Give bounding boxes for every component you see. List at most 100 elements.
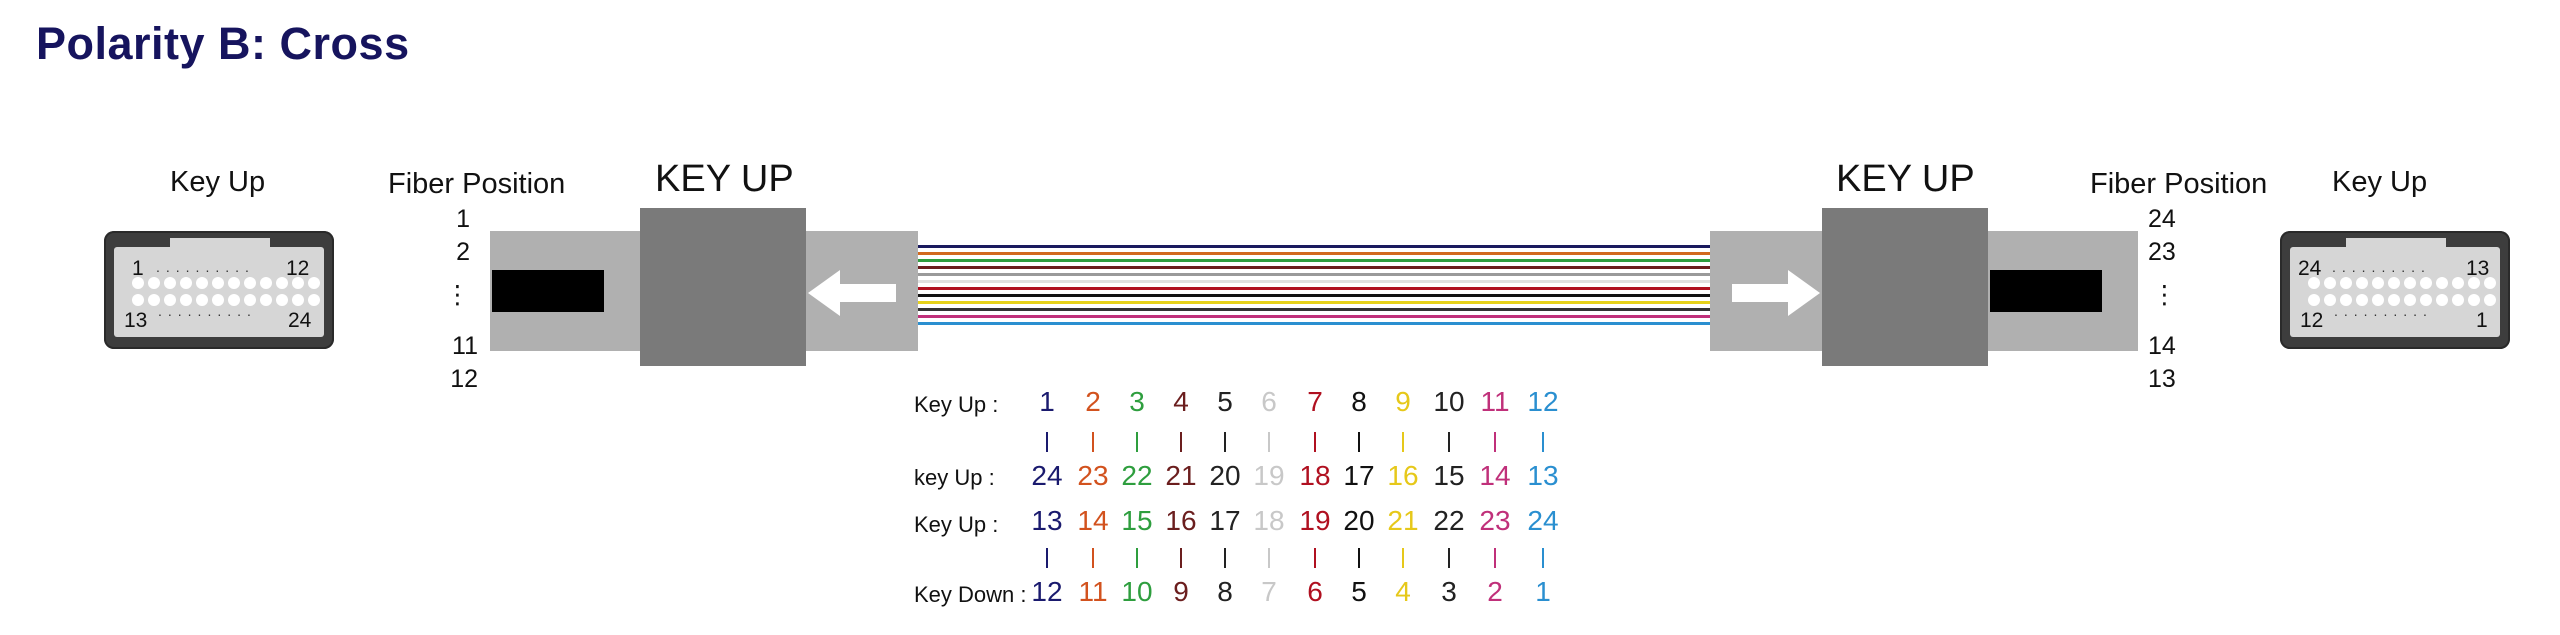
- left-connector-corner-13: 13: [124, 309, 148, 332]
- map-row4-value-2: 11: [1078, 576, 1108, 607]
- right-connector-corner-12: 12: [2300, 309, 2324, 332]
- left-fiber-position-1: 1: [456, 205, 470, 233]
- right-fiber-position-label: Fiber Position: [2090, 168, 2268, 200]
- map-row1-value-11: 11: [1480, 386, 1510, 417]
- map-row3-value-10: 22: [1433, 505, 1465, 536]
- map-row4-value-6: 7: [1261, 576, 1277, 607]
- map-row4-value-5: 8: [1217, 576, 1233, 607]
- map-connector-tick-1-9: [1402, 432, 1404, 452]
- diagram-title: Polarity B: Cross: [36, 18, 410, 69]
- map-row4-value-7: 6: [1307, 576, 1323, 607]
- map-row1-value-3: 3: [1129, 386, 1145, 417]
- map-row-label-1: Key Up :: [914, 392, 999, 417]
- right-ferrule-slot: [1990, 270, 2102, 312]
- map-connector-tick-1-8: [1358, 432, 1360, 452]
- right-connector-top-holes: [2308, 277, 2496, 289]
- map-row2-value-12: 13: [1527, 460, 1559, 491]
- right-fiber-position-23: 23: [2148, 238, 2176, 266]
- left-connector-corner-24: 24: [288, 309, 312, 332]
- map-connector-tick-1-5: [1224, 432, 1226, 452]
- fiber-line-2: [918, 252, 1710, 255]
- map-row2-value-4: 21: [1165, 460, 1197, 491]
- map-connector-tick-1-3: [1136, 432, 1138, 452]
- map-row3-value-1: 13: [1031, 505, 1063, 536]
- map-row1-value-8: 8: [1351, 386, 1367, 417]
- map-row3-value-4: 16: [1165, 505, 1197, 536]
- map-connector-tick-1-10: [1448, 432, 1450, 452]
- map-row2-value-9: 16: [1387, 460, 1419, 491]
- map-connector-tick-2-12: [1542, 548, 1544, 568]
- map-row3-value-2: 14: [1077, 505, 1109, 536]
- map-row2-value-3: 22: [1121, 460, 1153, 491]
- fiber-line-6: [918, 280, 1710, 283]
- left-fiber-position-11: 11: [452, 332, 478, 360]
- map-row3-value-8: 20: [1343, 505, 1375, 536]
- map-row-label-4: Key Down :: [914, 582, 1027, 607]
- right-connector-corner-24: 24: [2298, 257, 2322, 280]
- map-row3-value-9: 21: [1387, 505, 1419, 536]
- fiber-line-5: [918, 273, 1710, 276]
- right-connector-bottom-holes: [2308, 294, 2496, 306]
- left-connector-corner-1: 1: [132, 257, 144, 280]
- map-connector-tick-2-9: [1402, 548, 1404, 568]
- map-connector-tick-2-11: [1494, 548, 1496, 568]
- map-row1-value-5: 5: [1217, 386, 1233, 417]
- map-row4-value-3: 10: [1121, 576, 1153, 607]
- map-row2-value-5: 20: [1209, 460, 1241, 491]
- fiber-line-12: [918, 322, 1710, 325]
- right-key-up-label: KEY UP: [1836, 158, 1975, 200]
- left-ferrule-slot: [492, 270, 604, 312]
- right-fiber-position-14: 14: [2148, 332, 2176, 360]
- right-fiber-position-24: 24: [2148, 205, 2176, 233]
- map-connector-tick-2-1: [1046, 548, 1048, 568]
- right-mpo-connector: 24 13 .......... .......... 12 1: [2280, 231, 2510, 349]
- map-connector-tick-2-5: [1224, 548, 1226, 568]
- map-row1-value-1: 1: [1039, 386, 1055, 417]
- map-connector-tick-1-2: [1092, 432, 1094, 452]
- map-row2-value-6: 19: [1253, 460, 1285, 491]
- map-row1-value-2: 2: [1085, 386, 1101, 417]
- map-row1-value-6: 6: [1261, 386, 1277, 417]
- map-row2-value-8: 17: [1343, 460, 1375, 491]
- map-row1-value-4: 4: [1173, 386, 1189, 417]
- map-connector-tick-2-7: [1314, 548, 1316, 568]
- map-row1-value-9: 9: [1395, 386, 1411, 417]
- map-connector-tick-1-7: [1314, 432, 1316, 452]
- fiber-line-11: [918, 315, 1710, 318]
- map-row1-value-12: 12: [1527, 386, 1559, 417]
- right-fiber-position-ellipsis: ⋮: [2152, 281, 2177, 309]
- right-fiber-position-13: 13: [2148, 365, 2176, 393]
- map-row4-value-11: 2: [1487, 576, 1503, 607]
- map-row4-value-8: 5: [1351, 576, 1367, 607]
- map-connector-tick-2-6: [1268, 548, 1270, 568]
- map-connector-tick-1-1: [1046, 432, 1048, 452]
- right-connector-corner-1: 1: [2476, 309, 2488, 332]
- map-connector-tick-2-2: [1092, 548, 1094, 568]
- map-connector-tick-2-10: [1448, 548, 1450, 568]
- map-row-label-2: key Up :: [914, 465, 995, 490]
- fiber-line-1: [918, 245, 1710, 248]
- map-row4-value-10: 3: [1441, 576, 1457, 607]
- map-row4-value-9: 4: [1395, 576, 1411, 607]
- map-row2-value-1: 24: [1031, 460, 1063, 491]
- left-connector-top-holes: [132, 277, 320, 289]
- left-connector-bottom-holes: [132, 294, 320, 306]
- left-fiber-position-ellipsis: ⋮: [445, 281, 470, 309]
- map-row2-value-7: 18: [1299, 460, 1331, 491]
- left-mpo-connector: 1 12 .......... .......... 13 24: [104, 231, 334, 349]
- map-connector-tick-1-6: [1268, 432, 1270, 452]
- map-row3-value-12: 24: [1527, 505, 1559, 536]
- map-row3-value-5: 17: [1209, 505, 1241, 536]
- left-key-up-label: KEY UP: [655, 158, 794, 200]
- map-row4-value-12: 1: [1535, 576, 1551, 607]
- map-connector-tick-2-3: [1136, 548, 1138, 568]
- left-connector-corner-12: 12: [286, 257, 310, 280]
- map-row2-value-2: 23: [1077, 460, 1109, 491]
- map-row4-value-4: 9: [1173, 576, 1189, 607]
- map-connector-tick-1-12: [1542, 432, 1544, 452]
- map-row3-value-6: 18: [1253, 505, 1285, 536]
- fiber-line-9: [918, 301, 1710, 304]
- left-fiber-position-2: 2: [456, 238, 470, 266]
- left-fiber-position-12: 12: [450, 365, 478, 393]
- left-fiber-position-label: Fiber Position: [388, 168, 566, 200]
